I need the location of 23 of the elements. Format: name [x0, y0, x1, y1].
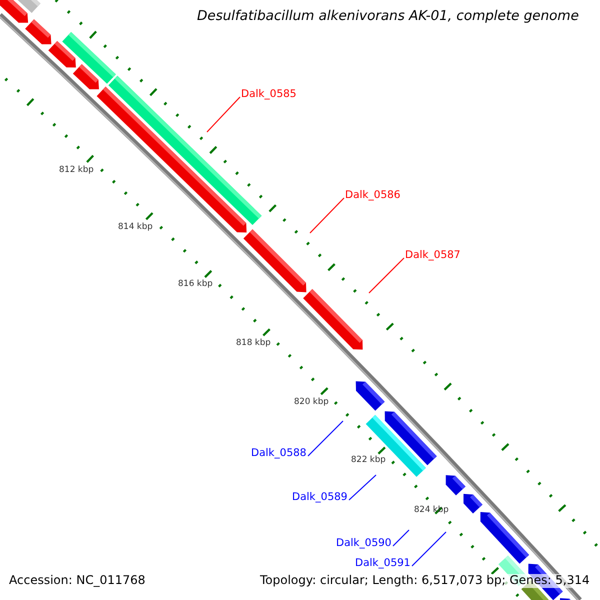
leader-line [412, 532, 446, 566]
tick-label: 812 kbp [59, 166, 94, 176]
genome-info-label: Topology: circular; Length: 6,517,073 bp; Genes: 5,314 [260, 574, 590, 588]
leader-line [308, 420, 344, 456]
tick-label: 818 kbp [236, 339, 271, 349]
leader-line [392, 530, 410, 546]
gene-label: Dalk_0587 [405, 249, 460, 262]
leader-line [348, 474, 376, 500]
gene-label: Dalk_0585 [241, 88, 296, 100]
tick-label: 816 kbp [178, 280, 213, 290]
tick-label: 814 kbp [118, 223, 153, 233]
leader-line [310, 198, 344, 234]
tick-label: 820 kbp [294, 398, 329, 408]
tick-label: 822 kbp [351, 456, 386, 466]
accession-label: Accession: NC_011768 [9, 574, 146, 588]
title: Desulfatibacillum alkenivorans AK-01, complete genome [197, 9, 579, 25]
gene-label: Dalk_0589 [292, 491, 348, 504]
leader-line [206, 96, 240, 132]
leader-line [368, 258, 404, 294]
gene-label: Dalk_0591 [355, 557, 410, 570]
gene-label: Dalk_0590 [336, 537, 392, 550]
gene-label: Dalk_0586 [345, 189, 400, 202]
gene-label: Dalk_0588 [251, 447, 306, 460]
